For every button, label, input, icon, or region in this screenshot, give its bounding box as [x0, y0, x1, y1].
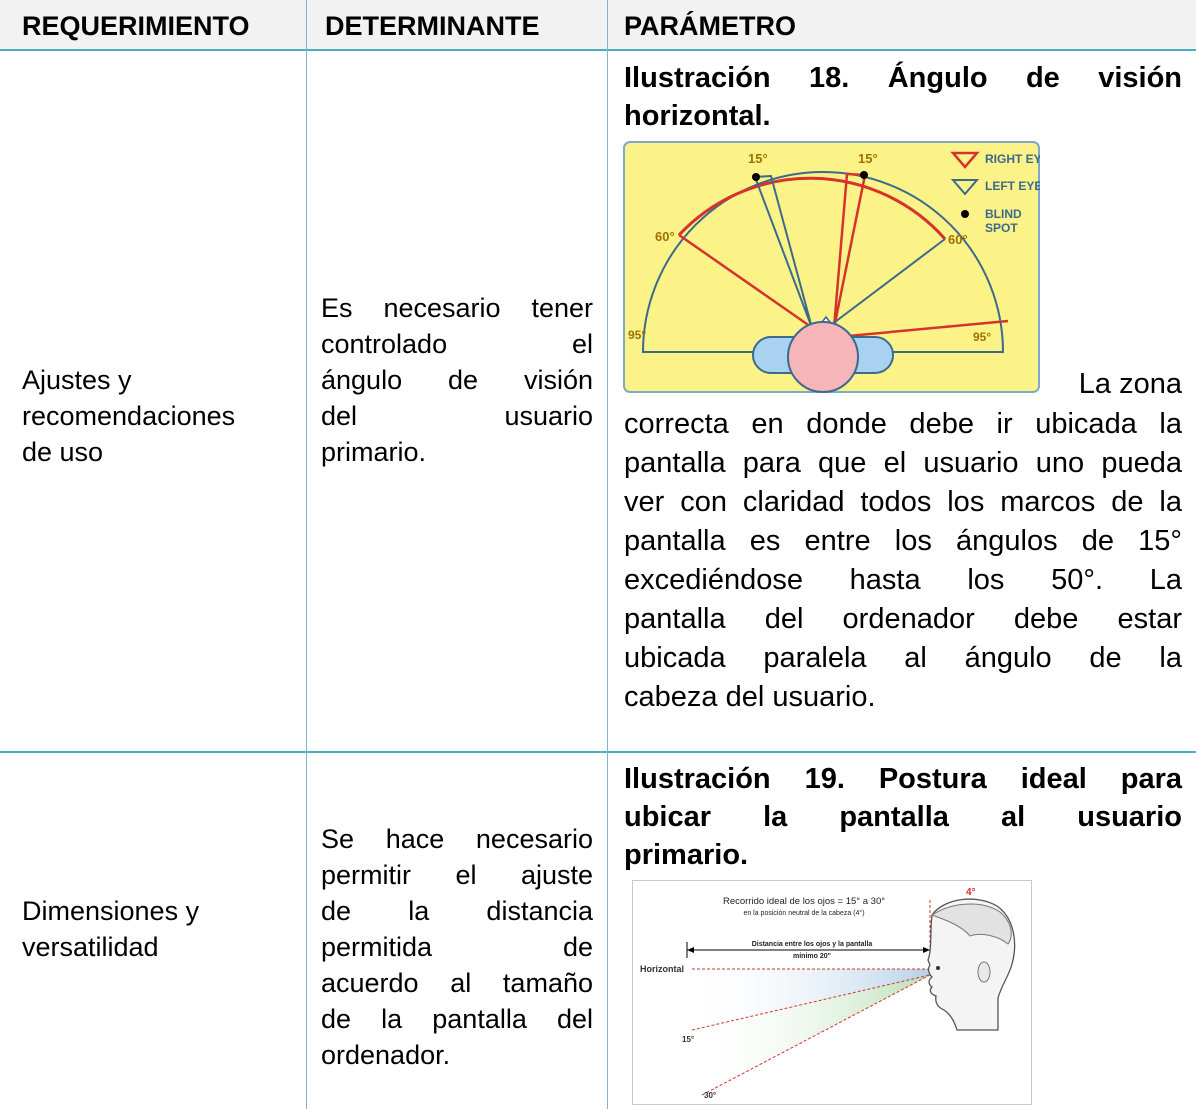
angle-label: 15°	[858, 151, 878, 166]
row2-determinante-line: Se hace necesario	[321, 824, 593, 854]
text-line: pantalla para que el usuario uno pueda	[624, 447, 1182, 479]
hair	[930, 903, 1012, 945]
row1-determinante-line: primario.	[321, 437, 427, 467]
horizontal-label: Horizontal	[640, 964, 684, 974]
row2-determinante-line: permitida de	[321, 932, 593, 962]
row1-determinante-line: controlado el	[321, 329, 593, 359]
line-15	[691, 974, 931, 1031]
legend-label: LEFT EYE	[985, 179, 1040, 193]
figure-text: Recorrido ideal de los ojos = 15° a 30°	[723, 896, 885, 907]
row2-requerimiento-line: versatilidad	[22, 932, 159, 962]
angle-label: 60°	[655, 229, 675, 244]
row1-determinante: Es necesario tener controlado el ángulo …	[321, 290, 593, 470]
figure-text: Distancia entre los ojos y la pantalla	[752, 941, 873, 948]
posture-figure: Recorrido ideal de los ojos = 15° a 30° …	[632, 880, 1032, 1105]
row1-requerimiento-line: de uso	[22, 437, 104, 467]
row2-determinante-line: acuerdo al tamaño	[321, 968, 593, 998]
eye	[936, 966, 940, 970]
row2-determinante-line: de la distancia	[321, 896, 593, 926]
ideal-range-green	[692, 975, 930, 1095]
row1-requerimiento-line: Ajustes y	[22, 365, 132, 395]
header-parametro: PARÁMETRO	[624, 11, 796, 41]
row1-requerimiento: Ajustes y recomendaciones de uso	[22, 362, 292, 470]
right-eye-arc	[677, 176, 947, 240]
vision-angle-figure: 15° 15° 60° 60° 95° 95° RIGHT EYE LEFT E…	[623, 141, 1040, 393]
caption-line: Ilustración 19. Postura ideal para	[624, 763, 1182, 795]
text-line: ubicada paralela al ángulo de la	[624, 642, 1182, 674]
text-line: pantalla es entre los ángulos de 15°	[624, 525, 1182, 557]
row1-determinante-line: del usuario	[321, 401, 593, 431]
row-divider	[0, 751, 1196, 753]
arrow-head-right	[923, 947, 930, 953]
figure-text: mínimo 20"	[793, 953, 831, 960]
angle-label: 15°	[748, 151, 768, 166]
caption-line: Ilustración 18. Ángulo de visión	[624, 62, 1182, 94]
caption-line: horizontal.	[624, 100, 771, 132]
row2-determinante-line: de la pantalla del	[321, 1004, 593, 1034]
angle-label: 30°	[704, 1091, 716, 1100]
row2-requerimiento-line: Dimensiones y	[22, 896, 200, 926]
figure-18-caption: Ilustración 18. Ángulo de visión horizon…	[624, 59, 1182, 135]
header-determinante: DETERMINANTE	[325, 11, 540, 41]
blind-spot-legend-icon	[961, 210, 969, 218]
caption-line: ubicar la pantalla al usuario	[624, 801, 1182, 833]
header-requerimiento: REQUERIMIENTO	[22, 11, 250, 41]
text-line: excediéndose hasta los 50°. La	[624, 564, 1182, 596]
angle-label: 95°	[973, 330, 991, 344]
angle-label: 60°	[948, 232, 968, 247]
right-blind-spot-wedge	[832, 172, 867, 329]
column-divider-2	[607, 0, 608, 1109]
row1-parametro-text: correcta en donde debe ir ubicada la pan…	[624, 405, 1182, 717]
left-eye-60-line	[822, 238, 946, 332]
text-line: ver con claridad todos los marcos de la	[624, 486, 1182, 518]
legend-label: RIGHT EYE	[985, 152, 1040, 166]
ideal-range-blue	[687, 969, 930, 1030]
right-eye-legend-icon	[950, 151, 980, 169]
blind-spot-dot	[860, 171, 868, 179]
figure-19-caption: Ilustración 19. Postura ideal para ubica…	[624, 760, 1182, 874]
row1-text-inline: La zona	[1078, 368, 1182, 400]
row2-requerimiento: Dimensiones y versatilidad	[22, 893, 292, 965]
arrow-head-left	[687, 947, 694, 953]
row2-determinante-line: ordenador.	[321, 1040, 451, 1070]
text-line: correcta en donde debe ir ubicada la	[624, 408, 1182, 440]
legend-label: BLIND	[985, 207, 1022, 221]
head	[787, 321, 859, 393]
text-line: pantalla del ordenador debe estar	[624, 603, 1182, 635]
row1-determinante-line: Es necesario tener	[321, 293, 593, 323]
angle-label: 95°	[628, 328, 646, 342]
row2-determinante: Se hace necesario permitir el ajuste de …	[321, 821, 593, 1073]
left-eye-legend-icon	[950, 179, 980, 196]
left-blind-spot-wedge	[753, 174, 813, 329]
angle-label: 4°	[966, 887, 976, 898]
figure-text: en la posición neutral de la cabeza (4°)	[743, 909, 864, 917]
caption-line: primario.	[624, 839, 749, 871]
left-eye-field	[641, 171, 1005, 353]
text-line: cabeza del usuario.	[624, 681, 876, 713]
header-divider	[0, 49, 1196, 51]
line-30	[701, 974, 931, 1096]
row1-requerimiento-line: recomendaciones	[22, 401, 236, 431]
row2-determinante-line: permitir el ajuste	[321, 860, 593, 890]
ear	[977, 961, 991, 983]
row1-determinante-line: ángulo de visión	[321, 365, 593, 395]
column-divider-1	[306, 0, 307, 1109]
figure-background	[623, 141, 1040, 393]
blind-spot-dot	[752, 173, 760, 181]
legend-label: SPOT	[985, 221, 1018, 235]
table-header	[0, 0, 1196, 50]
angle-label: 15°	[682, 1035, 694, 1044]
